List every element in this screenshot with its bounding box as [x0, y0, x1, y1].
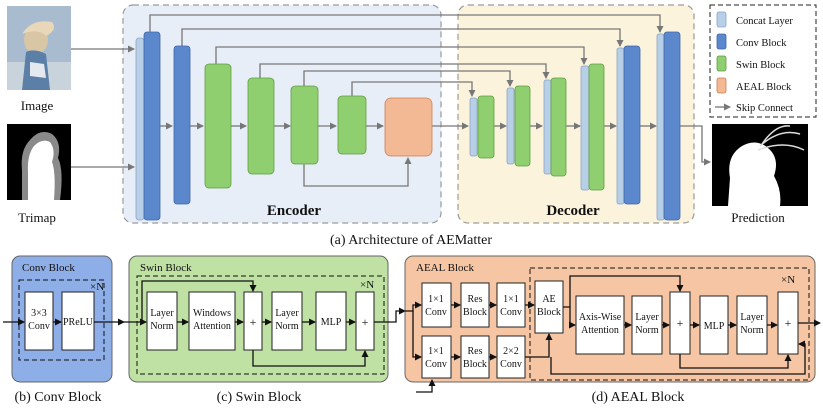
svg-text:Attention: Attention — [193, 321, 231, 332]
encoder-swin-block-2 — [247, 77, 275, 175]
legend-swin-swatch — [716, 55, 727, 72]
aeal-mlp — [699, 295, 729, 355]
conv-3x3-line1: 3×3 — [31, 308, 47, 319]
aeal-block-title: AEAL Block — [416, 262, 474, 274]
svg-text:Norm: Norm — [635, 325, 659, 336]
prediction-image — [712, 124, 808, 206]
svg-text:Norm: Norm — [150, 321, 174, 332]
svg-text:Layer: Layer — [635, 312, 659, 323]
svg-text:AE: AE — [542, 294, 555, 305]
trimap-label: Trimap — [18, 210, 56, 225]
svg-text:Layer: Layer — [150, 308, 174, 319]
svg-text:Conv: Conv — [500, 307, 522, 318]
svg-text:+: + — [785, 316, 792, 330]
prediction-label: Prediction — [731, 210, 785, 225]
main-flow — [71, 45, 711, 171]
aeal-block-panel: AEAL Block ×N 1×1 Conv Res Block 1×1 Con… — [404, 255, 821, 393]
swin-layernorm-2 — [271, 291, 303, 351]
encoder-conv-block-1 — [143, 31, 161, 221]
svg-text:1×1: 1×1 — [428, 346, 444, 357]
encoder-region — [122, 4, 442, 224]
aeal-conv1x1-bottom — [421, 335, 452, 379]
svg-text:2×2: 2×2 — [503, 346, 519, 357]
aeal-repeat: ×N — [781, 274, 795, 286]
legend-aeal-swatch — [716, 77, 727, 94]
decoder-blocks — [469, 31, 681, 221]
svg-text:Layer: Layer — [740, 312, 764, 323]
legend-conv-swatch — [716, 33, 727, 50]
swin-layernorm-1 — [146, 291, 178, 351]
caption-b: (b) Conv Block — [14, 390, 101, 405]
svg-text:Conv: Conv — [500, 359, 522, 370]
conv-repeat: ×N — [90, 281, 104, 293]
svg-text:Axis-Wise: Axis-Wise — [579, 312, 622, 323]
aeal-conv2x2 — [496, 335, 526, 379]
svg-text:Windows: Windows — [193, 308, 231, 319]
legend: Concat Layer Conv Block Swin Block AEAL … — [709, 4, 817, 118]
aeal-conv1x1-top — [421, 282, 452, 328]
legend-skip-label: Skip Connect — [736, 103, 793, 114]
swin-block-title: Swin Block — [140, 262, 192, 274]
aeal-conv1x1-right — [496, 282, 526, 328]
aeal-resblock-top — [460, 282, 490, 328]
caption-a: (a) Architecture of AEMatter — [330, 233, 492, 248]
legend-conv-label: Conv Block — [736, 38, 787, 49]
ae-block — [534, 280, 564, 334]
conv-3x3-box — [24, 291, 54, 351]
swin-repeat: ×N — [360, 279, 374, 291]
svg-text:Layer: Layer — [275, 308, 299, 319]
axis-wise-attention — [575, 295, 625, 355]
encoder-blocks — [135, 31, 433, 221]
trimap-image — [7, 124, 71, 200]
caption-c: (c) Swin Block — [217, 390, 302, 405]
conv-block-panel: Conv Block ×N 3×3 Conv PReLU — [3, 255, 125, 383]
svg-text:Conv: Conv — [425, 307, 447, 318]
svg-text:Res: Res — [468, 294, 483, 305]
caption-d: (d) AEAL Block — [592, 390, 685, 405]
svg-text:Res: Res — [468, 346, 483, 357]
svg-text:MLP: MLP — [704, 321, 725, 332]
svg-text:1×1: 1×1 — [428, 294, 444, 305]
legend-aeal-label: AEAL Block — [736, 82, 792, 93]
swin-block-panel: Swin Block ×N Layer Norm Windows Attenti… — [124, 255, 406, 383]
conv-3x3-line2: Conv — [28, 321, 50, 332]
swin-mlp-box — [315, 291, 347, 351]
legend-concat-swatch — [716, 11, 727, 28]
decoder-label: Decoder — [546, 203, 600, 219]
prelu-label: PReLU — [63, 317, 94, 328]
encoder-concat-layer — [135, 37, 145, 221]
svg-text:1×1: 1×1 — [503, 294, 519, 305]
legend-concat-label: Concat Layer — [736, 16, 793, 27]
aeal-block-node — [384, 97, 433, 157]
svg-text:Block: Block — [463, 359, 487, 370]
encoder-swin-block-1 — [204, 63, 232, 189]
svg-text:MLP: MLP — [321, 317, 342, 328]
svg-text:Block: Block — [463, 307, 487, 318]
svg-text:Norm: Norm — [275, 321, 299, 332]
svg-text:+: + — [362, 315, 369, 329]
windows-attention-box — [188, 291, 236, 351]
input-image — [7, 6, 71, 90]
aeal-layernorm-2 — [736, 295, 768, 355]
skip-connections — [149, 14, 664, 187]
legend-swin-label: Swin Block — [736, 60, 786, 71]
svg-text:Norm: Norm — [740, 325, 764, 336]
prelu-box — [61, 291, 95, 351]
svg-text:Conv: Conv — [425, 359, 447, 370]
svg-text:+: + — [677, 316, 684, 330]
encoder-swin-block-4 — [337, 95, 367, 155]
aeal-resblock-bottom — [460, 335, 490, 379]
image-label: Image — [21, 98, 54, 113]
conv-block-title: Conv Block — [22, 262, 75, 274]
svg-text:Attention: Attention — [581, 325, 619, 336]
encoder-label: Encoder — [267, 203, 322, 219]
svg-text:Block: Block — [537, 307, 561, 318]
encoder-swin-block-3 — [290, 85, 319, 165]
svg-text:+: + — [250, 315, 257, 329]
encoder-conv-block-2 — [173, 45, 191, 205]
